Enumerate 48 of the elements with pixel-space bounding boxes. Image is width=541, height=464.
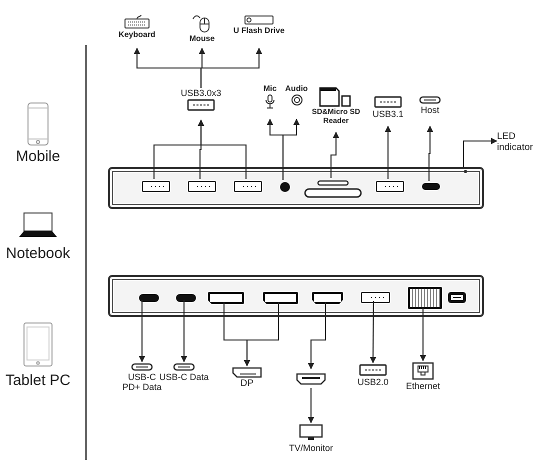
port-label: Audio (285, 84, 308, 94)
arrow (198, 120, 247, 179)
usb-a-port (142, 181, 170, 192)
port-label: USB3.0x3 (180, 88, 222, 98)
port-label: Mic (263, 84, 277, 94)
ethernet-port (408, 287, 442, 309)
device-label: Mobile (14, 148, 62, 165)
port-label: USB3.1 (372, 109, 404, 120)
audio-jack (280, 182, 290, 192)
port-label: Host (420, 105, 440, 116)
usb-a-port (234, 181, 262, 192)
usb-c-port (422, 183, 440, 190)
card-reader-slot (304, 180, 362, 199)
usb-a-port (376, 181, 404, 192)
usb-a-port (361, 292, 390, 303)
arrow (308, 388, 314, 424)
arrow (426, 126, 434, 181)
port-label: USB2.0 (357, 377, 389, 388)
arrow (370, 301, 376, 364)
front-hub-panel (108, 167, 484, 209)
arrow (138, 300, 146, 362)
port-label: Keyboard (118, 30, 156, 40)
displayport-port (263, 292, 298, 304)
port-label: Ethernet (406, 381, 440, 392)
arrow (200, 48, 262, 88)
arrow (330, 132, 340, 178)
port-label: DP (240, 379, 254, 390)
rear-hub-panel (108, 275, 484, 317)
hdmi-port (312, 292, 343, 304)
port-label: TV/Monitor (288, 443, 333, 454)
arrow (384, 126, 392, 179)
port-label: U Flash Drive (233, 26, 285, 36)
arrow (244, 302, 280, 366)
arrow (180, 300, 188, 362)
led-light (464, 170, 467, 173)
port-label: Mouse (189, 34, 215, 44)
port-label: LED indicator (497, 132, 534, 154)
arrow (308, 302, 326, 370)
device-label: Tablet PC (4, 372, 72, 389)
displayport-port (208, 292, 244, 304)
arrow (420, 307, 426, 362)
usb-c-port (176, 294, 196, 302)
arrow (282, 118, 300, 180)
arrow (462, 138, 498, 168)
port-label: USB-C Data (159, 372, 209, 382)
usb-c-port (139, 294, 159, 302)
usb-a-port (188, 181, 216, 192)
device-label: Notebook (4, 245, 72, 262)
